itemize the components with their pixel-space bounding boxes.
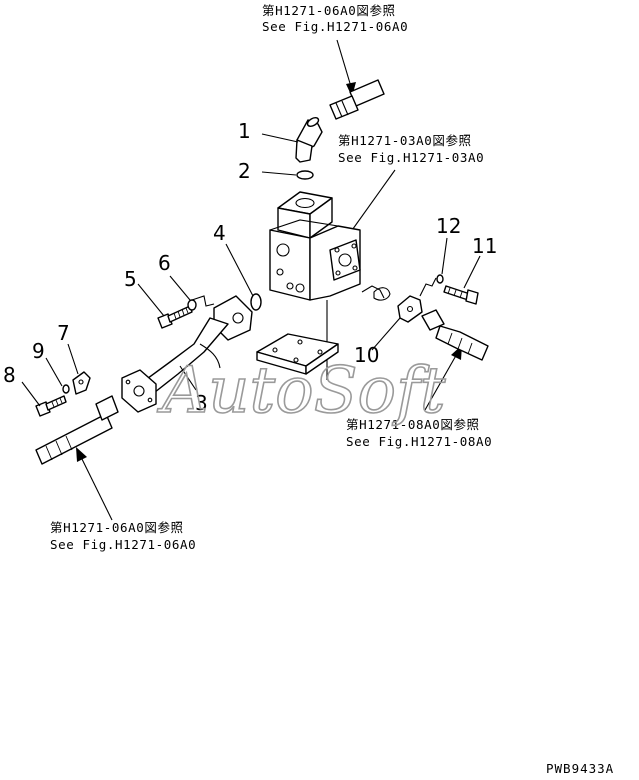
callout-9: 9: [32, 339, 45, 363]
reference-bottom-jp: 第H1271-06A0図参照: [50, 520, 184, 535]
drawing-code: PWB9433A: [546, 761, 614, 776]
part-8-bolt: [35, 395, 67, 417]
base-plate: [256, 333, 339, 375]
reference-right-en: See Fig.H1271-08A0: [346, 434, 492, 449]
part-12-washer: [436, 274, 444, 284]
part-10-clamp: [397, 295, 423, 323]
callout-5: 5: [124, 267, 137, 291]
reference-top-jp: 第H1271-06A0図参照: [262, 3, 396, 18]
hose-right: [421, 309, 489, 361]
part-3-tube: [121, 295, 253, 413]
valve-block: [269, 191, 361, 380]
part-2-o-ring: [296, 170, 314, 180]
part-6-washer: [187, 299, 197, 311]
hose-lower-left: [35, 395, 119, 465]
reference-note-bottom: 第H1271-06A0図参照 See Fig.H1271-06A0: [50, 520, 196, 552]
callout-6: 6: [158, 251, 171, 275]
callout-leaders: [21, 133, 481, 407]
callout-7: 7: [57, 321, 70, 345]
callout-1: 1: [238, 119, 251, 143]
assembly-guides: [191, 277, 437, 307]
reference-right-jp: 第H1271-08A0図参照: [346, 417, 480, 432]
callout-2: 2: [238, 159, 251, 183]
callout-3: 3: [195, 391, 208, 415]
callout-10: 10: [354, 343, 379, 367]
reference-bottom-en: See Fig.H1271-06A0: [50, 537, 196, 552]
reference-note-valve: 第H1271-03A0図参照 See Fig.H1271-03A0: [338, 133, 484, 165]
callout-11: 11: [472, 234, 497, 258]
reference-note-right: 第H1271-08A0図参照 See Fig.H1271-08A0: [346, 417, 492, 449]
callout-4: 4: [213, 221, 226, 245]
part-5-bolt: [157, 305, 193, 329]
watermark: AutoSoft: [157, 354, 446, 428]
callout-12: 12: [436, 214, 461, 238]
part-7-clamp: [72, 371, 91, 395]
reference-valve-jp: 第H1271-03A0図参照: [338, 133, 472, 148]
hose-top: [329, 79, 385, 120]
part-1-elbow: [295, 117, 323, 163]
part-4-o-ring: [250, 293, 262, 311]
part-11-bolt: [443, 285, 479, 305]
reference-note-top: 第H1271-06A0図参照 See Fig.H1271-06A0: [262, 3, 408, 34]
reference-valve-en: See Fig.H1271-03A0: [338, 150, 484, 165]
part-9-washer: [62, 384, 70, 394]
callout-8: 8: [3, 363, 16, 387]
reference-top-en: See Fig.H1271-06A0: [262, 19, 408, 34]
callout-numbers: 1 2 3 4 5 6 7 8 9 10 11 12: [3, 119, 497, 415]
